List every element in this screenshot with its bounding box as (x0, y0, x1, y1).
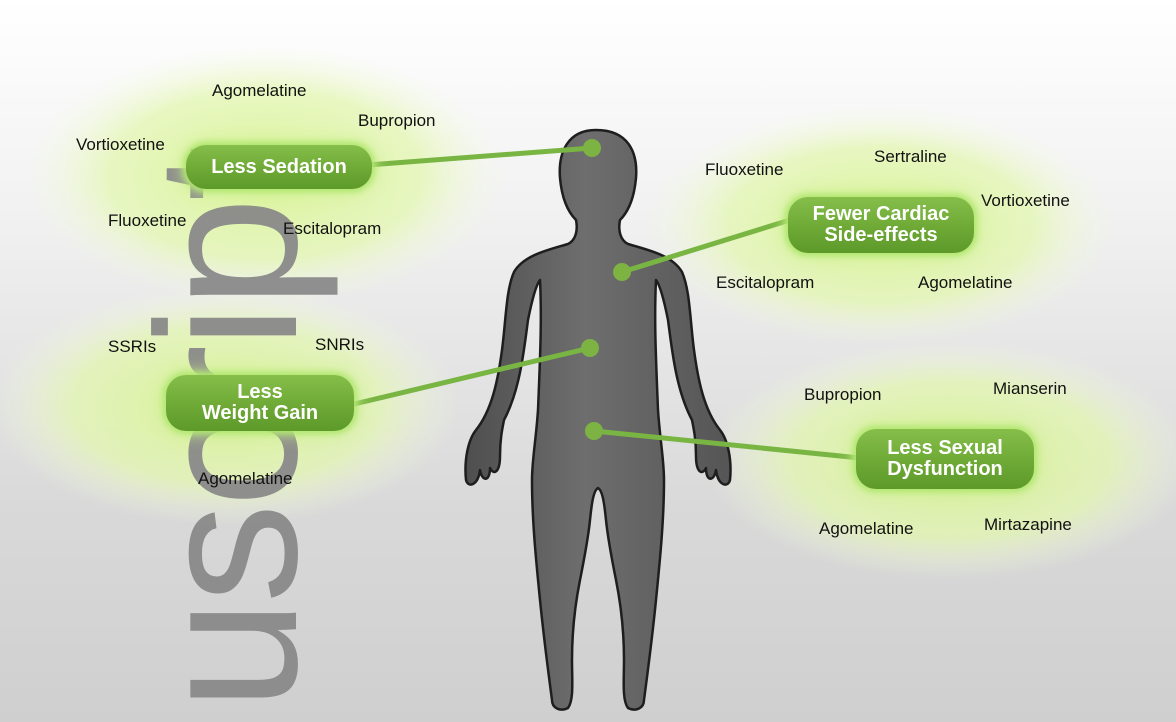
drug-label: Escitalopram (716, 273, 814, 293)
drug-label: Agomelatine (918, 273, 1013, 293)
drug-label: Escitalopram (283, 219, 381, 239)
drug-label: Vortioxetine (981, 191, 1070, 211)
dot-head (583, 139, 601, 157)
drug-label: Fluoxetine (108, 211, 186, 231)
drug-label: SSRIs (108, 337, 156, 357)
label-line: Less Sexual (887, 438, 1003, 459)
label-line: Side-effects (824, 225, 937, 246)
drug-label: Mirtazapine (984, 515, 1072, 535)
drug-label: SNRIs (315, 335, 364, 355)
drug-label: Mianserin (993, 379, 1067, 399)
drug-label: Sertraline (874, 147, 947, 167)
drug-label: Agomelatine (819, 519, 914, 539)
drug-label: Bupropion (804, 385, 882, 405)
drug-label: Agomelatine (198, 469, 293, 489)
dot-pelvis (585, 422, 603, 440)
label-line: Less (237, 382, 283, 403)
label-fewer-cardiac-side-effects: Fewer Cardiac Side-effects (788, 197, 974, 253)
drug-label: Vortioxetine (76, 135, 165, 155)
label-less-sedation: Less Sedation (186, 145, 372, 189)
dot-stomach (581, 339, 599, 357)
label-line: Dysfunction (887, 459, 1003, 480)
label-line: Fewer Cardiac (813, 204, 950, 225)
drug-label: Agomelatine (212, 81, 307, 101)
label-less-sexual-dysfunction: Less Sexual Dysfunction (856, 429, 1034, 489)
label-line: Weight Gain (202, 403, 318, 424)
dot-chest (613, 263, 631, 281)
drug-label: Fluoxetine (705, 160, 783, 180)
label-less-weight-gain: Less Weight Gain (166, 375, 354, 431)
label-line: Less Sedation (211, 157, 347, 178)
drug-label: Bupropion (358, 111, 436, 131)
